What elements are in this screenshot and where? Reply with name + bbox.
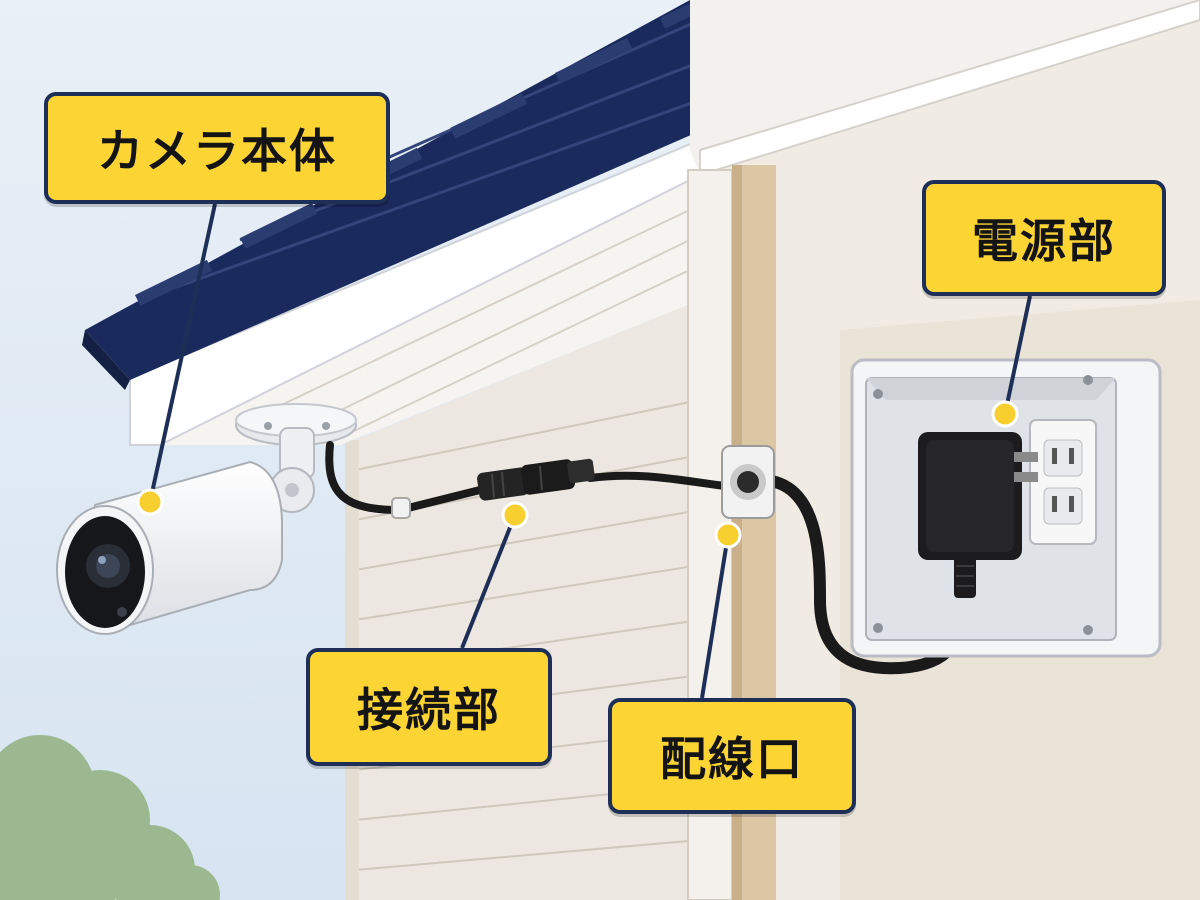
roof [82,0,1200,390]
tree-foliage-icon [0,735,220,900]
leader-lines [148,203,1032,699]
marker-camera [136,488,164,516]
leader-connection [460,514,517,649]
marker-power [991,400,1019,428]
wall-grommet-icon [721,445,775,519]
marker-entry [714,521,742,549]
power-adapter-icon [918,432,1038,598]
cable-clip [391,497,411,519]
callout-camera-body: カメラ本体 [44,92,390,204]
security-camera-icon [56,460,283,635]
eave-soffit [129,138,701,446]
leader-power [1003,295,1032,415]
leader-camera [148,203,217,503]
wall-outlet-icon [1029,419,1097,545]
marker-connection [501,501,529,529]
camera-mount [235,403,357,513]
callout-wiring-entry: 配線口 [608,698,856,814]
cable-connector-icon [477,458,595,501]
marker-dots [136,400,1019,549]
callout-connection: 接続部 [306,648,552,766]
leader-entry [700,534,730,699]
callout-power-unit: 電源部 [922,180,1166,296]
